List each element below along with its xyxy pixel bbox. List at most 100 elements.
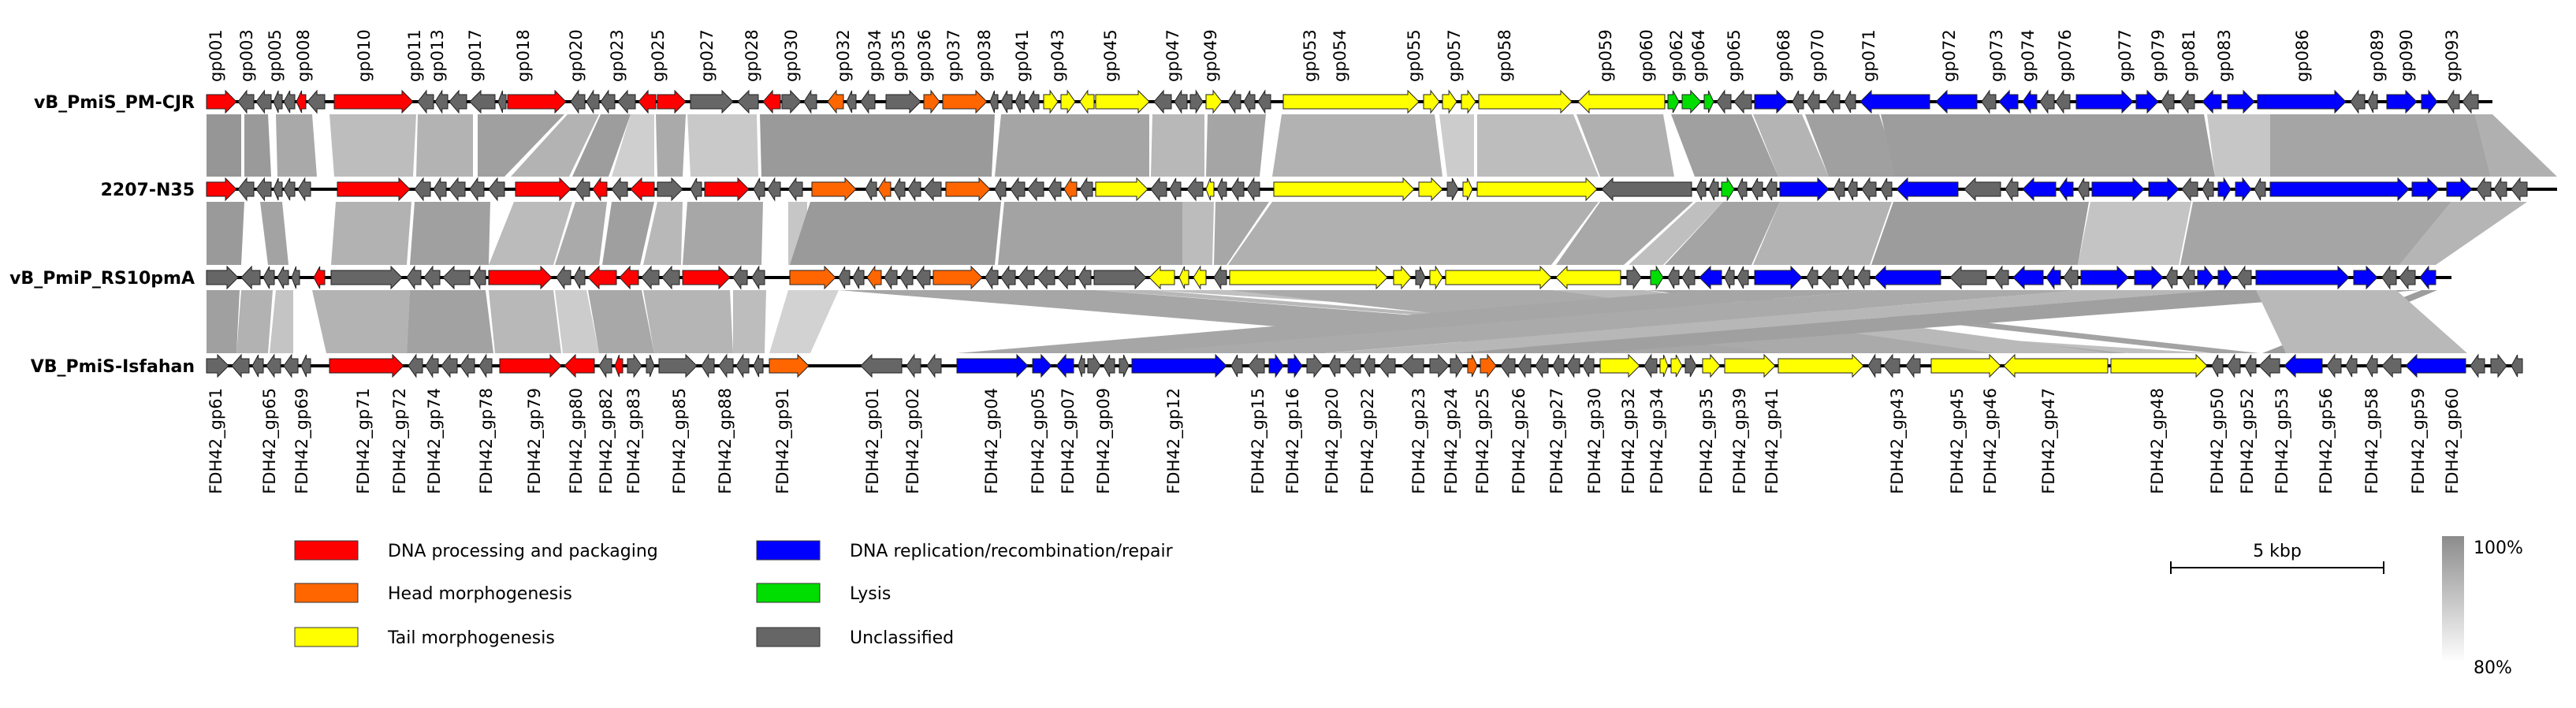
gene-arrow (732, 265, 748, 290)
gene-arrow (1566, 353, 1580, 378)
gene-arrow (1721, 177, 1735, 202)
gene-tag-label: FDH42_gp79 (525, 388, 545, 494)
gene-arrow (1806, 266, 1818, 289)
genome-names: vB_PmiS_PM-CJR2207-N35vB_PmiP_RS10pmAVB_… (9, 93, 195, 377)
gene-arrow (641, 265, 660, 290)
gene-arrow (2148, 177, 2180, 202)
gene-arrow (1186, 177, 1204, 202)
gene-arrow (1555, 265, 1621, 290)
gene-arrow (469, 177, 485, 202)
gene-arrow (942, 89, 988, 114)
gene-arrow (1273, 177, 1415, 202)
gene-arrow (1415, 266, 1426, 289)
gene-tag-label: gp038 (975, 29, 994, 82)
similarity-link (207, 290, 240, 353)
gene-arrow (1905, 353, 1921, 378)
similarity-link (760, 114, 995, 177)
gene-arrow (657, 177, 683, 202)
gene-arrow (1724, 353, 1776, 378)
gene-tag-label: FDH42_gp88 (716, 388, 735, 494)
similarity-link (410, 202, 490, 265)
gene-arrow (2165, 266, 2178, 289)
gene-arrow (313, 266, 326, 289)
gene-arrow (781, 89, 802, 114)
gene-arrow (1684, 354, 1697, 378)
gene-arrow (1478, 89, 1573, 114)
gene-arrow (337, 177, 411, 202)
gene-arrow (1078, 265, 1092, 290)
gene-arrow (570, 89, 586, 114)
gene-arrow (515, 177, 571, 202)
gene-arrow (2284, 353, 2323, 378)
gene-arrow (1599, 353, 1640, 378)
similarity-link (1556, 202, 1693, 265)
genome-name: 2207-N35 (101, 181, 195, 200)
gene-arrow (1847, 177, 1858, 201)
gene-arrow (449, 89, 467, 114)
gene-tag-label: FDH42_gp50 (2208, 388, 2228, 494)
gene-arrow (1344, 353, 1361, 378)
gene-arrow (1205, 89, 1223, 114)
gene-tag-label: gp062 (1667, 29, 1686, 82)
similarity-link (1629, 202, 1723, 265)
gene-arrow (1792, 90, 1804, 114)
gene-arrow (885, 89, 921, 114)
gene-arrow (751, 265, 765, 290)
gene-tag-label: gp020 (567, 29, 586, 82)
gene-arrow (1778, 353, 1864, 378)
legend-swatch-dna-processing (294, 540, 359, 561)
gene-arrow (860, 89, 876, 114)
gene-arrow (2255, 265, 2350, 290)
gene-arrow (803, 89, 817, 114)
gene-arrow (1306, 353, 1323, 378)
gene-tag-label: gp059 (1596, 29, 1615, 82)
gene-tag-label: FDH42_gp60 (2443, 388, 2462, 494)
gene-arrow (2058, 177, 2074, 202)
gene-arrow (1032, 353, 1052, 378)
gene-arrow (1626, 265, 1642, 290)
gene-tag-label: FDH42_gp07 (1059, 388, 1078, 494)
gene-arrow (1268, 353, 1284, 378)
gene-tag-label: FDH42_gp26 (1509, 388, 1529, 494)
gene-arrow (1227, 89, 1241, 114)
similarity-link (1477, 114, 1599, 177)
gene-tag-label: gp054 (1331, 29, 1349, 82)
gene-tag-label: FDH42_gp91 (773, 388, 793, 494)
gene-tag-label: gp005 (266, 29, 285, 82)
gene-arrow (1243, 90, 1256, 114)
gene-arrow (627, 353, 642, 378)
gene-tag-label: FDH42_gp58 (2362, 388, 2382, 494)
similarity-link (276, 114, 317, 177)
gene-arrow (1880, 177, 1893, 201)
gene-arrow (273, 90, 283, 114)
gene-arrow (923, 89, 940, 114)
gene-tag-label: FDH42_gp09 (1094, 388, 1114, 494)
gene-tag-label: FDH42_gp80 (567, 388, 586, 494)
gene-arrow (449, 177, 466, 202)
gene-arrow (1696, 177, 1707, 201)
gene-arrow (638, 89, 657, 114)
gene-arrow (2470, 353, 2485, 378)
gene-tag-label: FDH42_gp78 (477, 388, 497, 494)
gene-arrow (1737, 177, 1748, 201)
gene-arrow (1078, 354, 1085, 378)
gene-arrow (1716, 89, 1732, 114)
gene-arrow (1060, 89, 1076, 114)
similarity-link (478, 114, 564, 177)
gene-arrow (564, 353, 595, 378)
similarity-link (207, 202, 244, 265)
gene-arrow (2446, 89, 2460, 114)
gene-tag-label: gp083 (2215, 29, 2234, 82)
gene-arrow (2091, 177, 2145, 202)
gene-arrow (2134, 265, 2164, 290)
gene-arrow (1861, 177, 1877, 202)
gene-tag-label: FDH42_gp59 (2409, 388, 2429, 494)
similarity-link (1439, 114, 1474, 177)
gene-arrow (296, 90, 307, 114)
gene-tag-label: FDH42_gp69 (292, 388, 312, 494)
gene-tag-label: FDH42_gp02 (903, 388, 923, 494)
gene-arrow (2350, 89, 2366, 114)
similarity-link (998, 202, 1182, 265)
gene-tag-label: gp071 (1859, 29, 1878, 82)
gene-arrow (646, 354, 655, 378)
